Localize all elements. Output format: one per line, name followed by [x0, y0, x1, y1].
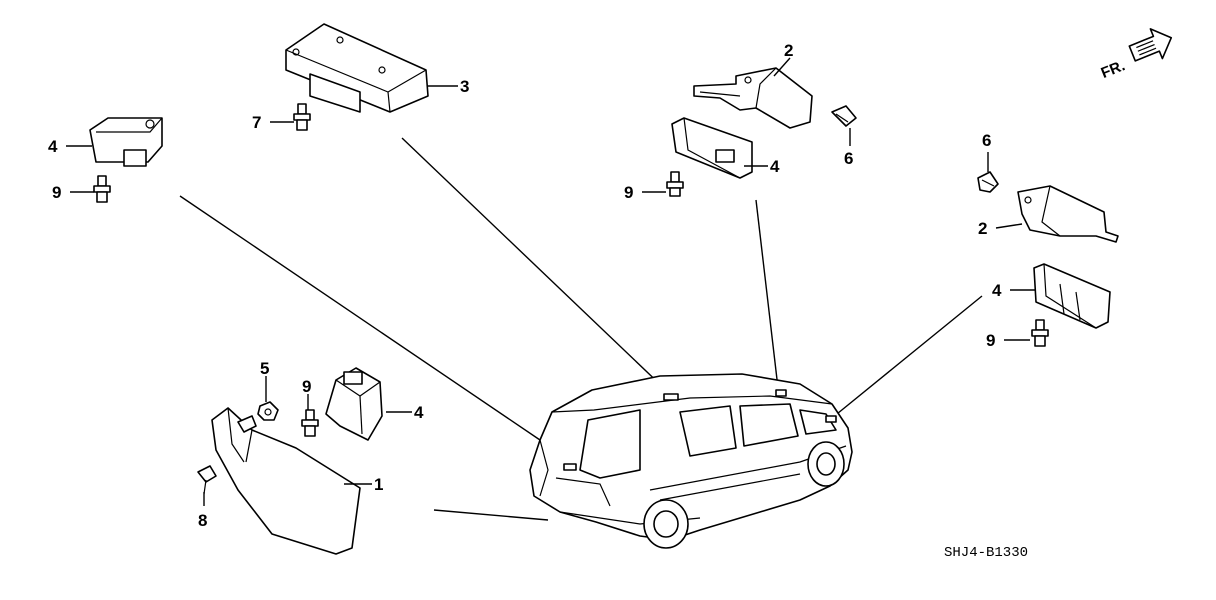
- sensor-mid-part: [671, 117, 753, 179]
- callout-sensor-lower: 4: [414, 403, 424, 422]
- callout-clip-lower: 8: [198, 511, 207, 530]
- drawing-code: SHJ4-B1330: [944, 545, 1028, 561]
- callout-bolt-top: 7: [252, 113, 261, 132]
- callout-screw-right: 6: [982, 131, 991, 150]
- front-direction-arrow: [1128, 28, 1173, 62]
- sensor-right-part: [1033, 263, 1111, 329]
- bracket-mid-part: [693, 67, 813, 129]
- nut-lower-part: [257, 401, 279, 421]
- bolt-mid-part: [666, 171, 684, 197]
- clip-lower-part: [197, 465, 217, 495]
- callout-bracket-mid: 2: [784, 41, 793, 60]
- callout-bolt-left: 9: [52, 183, 61, 202]
- screw-right-part: [977, 171, 999, 193]
- callout-sensor-left: 4: [48, 137, 58, 156]
- bolt-top-part: [293, 103, 311, 131]
- callout-bolt-lower: 9: [302, 377, 311, 396]
- callout-sensor-right: 4: [992, 281, 1002, 300]
- screw-mid-part: [831, 105, 857, 127]
- callout-bracket-right: 2: [978, 219, 987, 238]
- callout-unit-top: 3: [460, 77, 469, 96]
- callout-bolt-mid: 9: [624, 183, 633, 202]
- bolt-left-part: [93, 175, 111, 203]
- leader-lines: [179, 137, 983, 521]
- callout-cover-lower: 1: [374, 475, 383, 494]
- bolt-lower-part: [301, 409, 319, 437]
- cover-lower-part: [211, 407, 361, 555]
- callout-sensor-mid: 4: [770, 157, 780, 176]
- sensor-lower-part: [325, 367, 383, 441]
- callout-screw-mid: 6: [844, 149, 853, 168]
- callout-bolt-right: 9: [986, 331, 995, 350]
- callout-nut-lower: 5: [260, 359, 269, 378]
- direction-label: FR.: [1099, 57, 1128, 82]
- control-unit-part: [285, 23, 429, 113]
- minivan-illustration: [529, 373, 853, 549]
- bracket-right-part: [1017, 185, 1119, 243]
- bolt-right-part: [1031, 319, 1049, 347]
- sensor-left-part: [89, 117, 163, 167]
